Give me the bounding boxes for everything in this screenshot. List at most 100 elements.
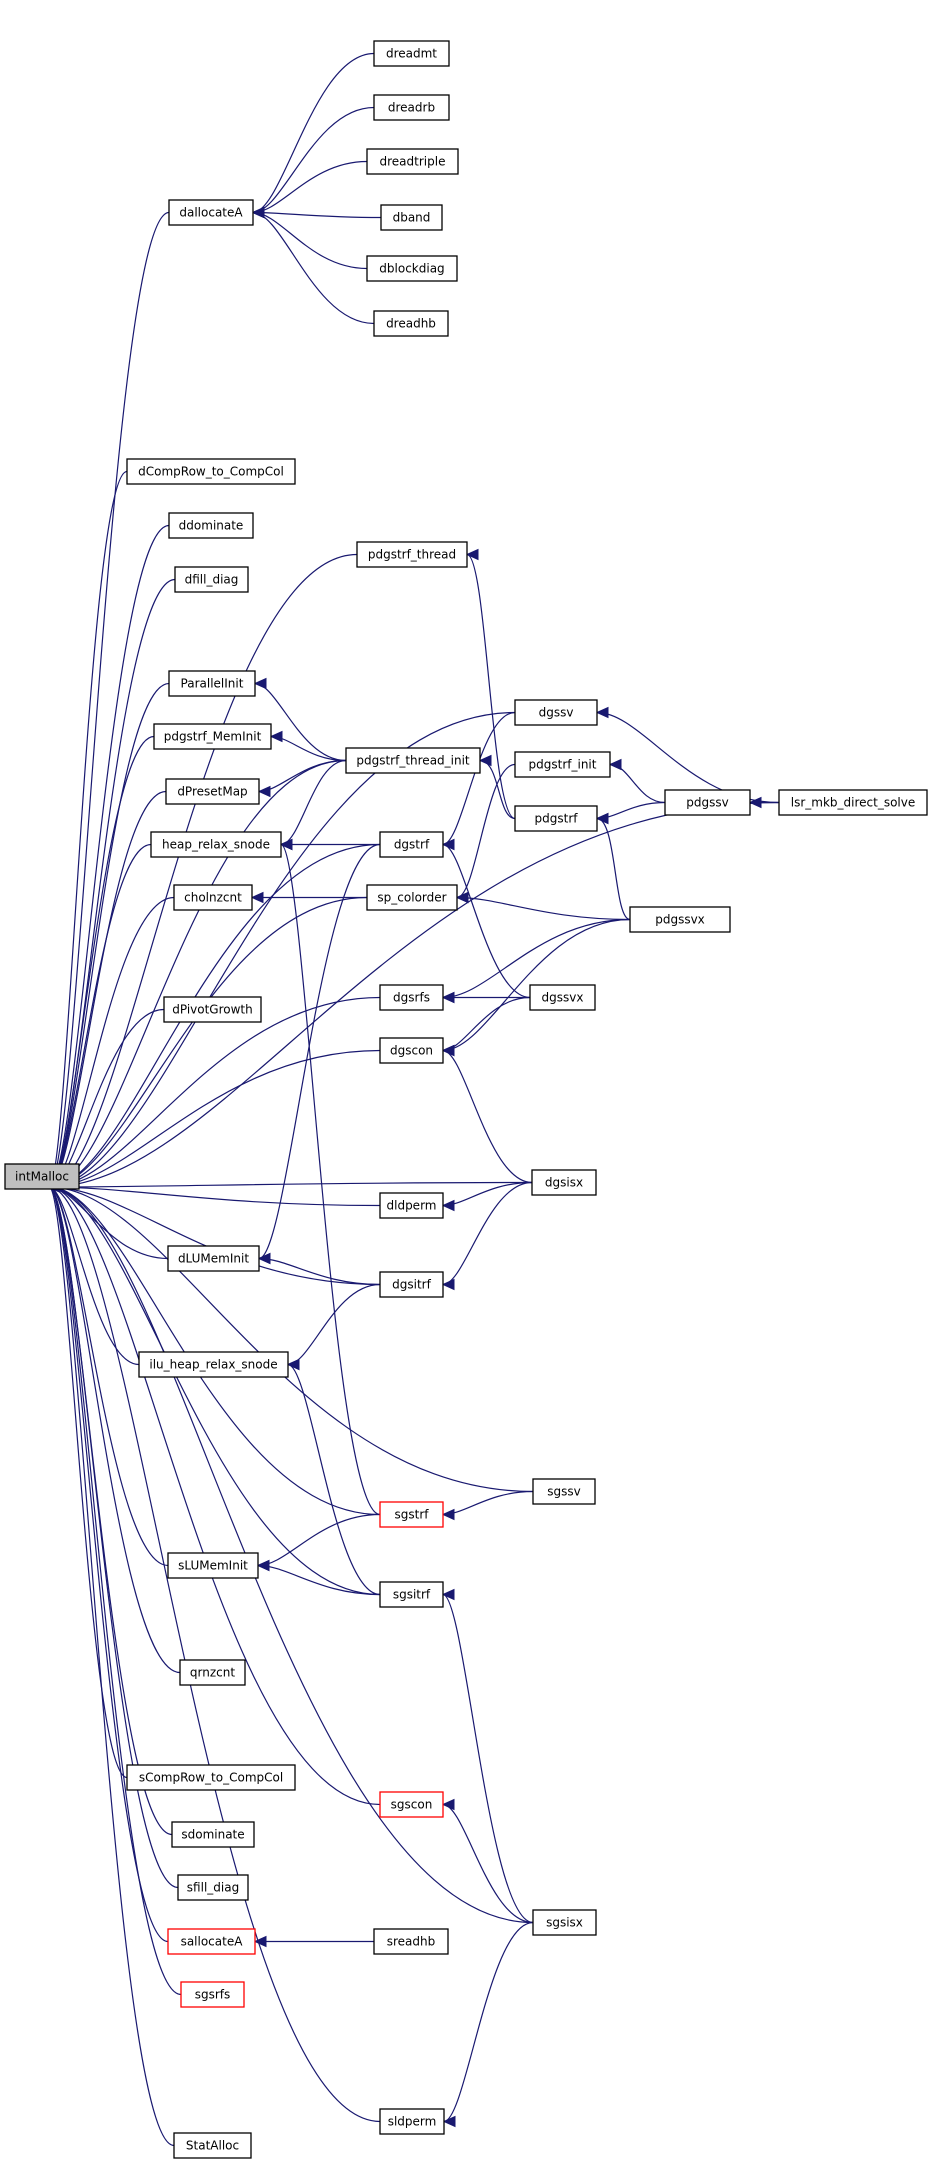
node-dgssvx[interactable]: dgssvx (529, 984, 596, 1011)
edge-dgssvx-to-dgsrfs (441, 991, 531, 1004)
edge-dreadhb-to-dallocateA (251, 206, 375, 325)
node-dallocateA[interactable]: dallocateA (168, 199, 254, 226)
node-pdgssvx[interactable]: pdgssvx (629, 906, 731, 933)
node-dfill_diag[interactable]: dfill_diag (174, 566, 249, 593)
edge-dgsisx-to-dgscon (441, 1044, 533, 1184)
node-label: dPresetMap (177, 785, 247, 799)
node-label: dallocateA (179, 206, 243, 220)
node-box (167, 1552, 259, 1579)
edge-pdgstrf-to-pdgstrf_thread (465, 548, 516, 820)
node-box (150, 831, 282, 858)
node-sgsisx[interactable]: sgsisx (532, 1909, 597, 1936)
edge-line (48, 759, 347, 1188)
arrowhead-icon (608, 758, 622, 771)
node-dreadhb[interactable]: dreadhb (373, 310, 449, 337)
node-heap_relax_snode[interactable]: heap_relax_snode (150, 831, 282, 858)
arrowhead-icon (257, 785, 271, 798)
node-pdgstrf_init[interactable]: pdgstrf_init (514, 751, 611, 778)
node-label: sgstrf (395, 1508, 430, 1522)
node-dreadmt[interactable]: dreadmt (373, 40, 450, 67)
node-label: dldperm (387, 1199, 437, 1213)
arrowhead-icon (441, 838, 455, 851)
node-sp_colorder[interactable]: sp_colorder (366, 884, 458, 911)
node-StatAlloc[interactable]: StatAlloc (173, 2132, 252, 2159)
node-dPresetMap[interactable]: dPresetMap (165, 778, 260, 805)
node-dgsitrf[interactable]: dgsitrf (379, 1271, 444, 1298)
node-label: dgscon (390, 1044, 433, 1058)
node-dLUMemInit[interactable]: dLUMemInit (167, 1245, 260, 1272)
arrowhead-icon (251, 206, 265, 219)
edge-line (48, 1186, 381, 1207)
node-box (379, 2108, 445, 2135)
node-sgssv[interactable]: sgssv (532, 1478, 596, 1505)
edge-dallocateA-to-intMalloc (47, 211, 170, 1193)
node-dgsisx[interactable]: dgsisx (531, 1169, 597, 1196)
edge-line (48, 1186, 181, 1674)
edge-line (596, 817, 631, 921)
edge-line (48, 1186, 381, 1516)
node-pdgstrf_MemInit[interactable]: pdgstrf_MemInit (153, 723, 272, 750)
node-sreadhb[interactable]: sreadhb (373, 1928, 449, 1955)
node-cholnzcnt[interactable]: cholnzcnt (173, 884, 253, 911)
node-ParallelInit[interactable]: ParallelInit (168, 670, 256, 697)
node-dldperm[interactable]: dldperm (379, 1192, 444, 1219)
edge-sCompRow_to_CompCol-to-intMalloc (47, 1181, 128, 1779)
node-sgstrf[interactable]: sgstrf (379, 1501, 444, 1528)
node-label: dreadhb (386, 317, 436, 331)
node-sgsrfs[interactable]: sgsrfs (180, 1981, 245, 2008)
node-label: dgsitrf (392, 1278, 431, 1292)
arrowhead-icon (595, 706, 609, 719)
node-label: dgsisx (545, 1176, 583, 1190)
edge-dreadmt-to-dallocateA (251, 52, 375, 219)
node-pdgstrf_thread_init[interactable]: pdgstrf_thread_init (345, 747, 481, 774)
node-sgsitrf[interactable]: sgsitrf (379, 1581, 444, 1608)
node-sdominate[interactable]: sdominate (171, 1821, 255, 1848)
node-pdgssv[interactable]: pdgssv (664, 789, 751, 816)
node-sgscon[interactable]: sgscon (379, 1791, 444, 1818)
edge-sgsitrf-to-intMalloc (47, 1181, 381, 1596)
node-dgsrfs[interactable]: dgsrfs (379, 984, 444, 1011)
node-dblockdiag[interactable]: dblockdiag (366, 255, 458, 282)
edge-sgsisx-to-sldperm (442, 1921, 534, 2128)
node-dPivotGrowth[interactable]: dPivotGrowth (163, 996, 262, 1023)
node-ilu_heap_relax_snode[interactable]: ilu_heap_relax_snode (138, 1351, 289, 1378)
node-dreadtriple[interactable]: dreadtriple (366, 148, 459, 175)
node-box (529, 984, 596, 1011)
node-lsr_mkb_direct_solve[interactable]: lsr_mkb_direct_solve (778, 789, 928, 816)
arrowhead-icon (257, 1252, 271, 1265)
node-sldperm[interactable]: sldperm (379, 2108, 445, 2135)
edge-dgstrf-to-heap_relax_snode (279, 838, 380, 851)
node-dgssv[interactable]: dgssv (514, 699, 598, 726)
arrowhead-icon (279, 838, 293, 851)
node-dgscon[interactable]: dgscon (379, 1037, 444, 1064)
edge-dgsisx-to-dldperm (441, 1181, 533, 1212)
arrowhead-icon (250, 891, 264, 904)
edge-line (609, 763, 666, 804)
node-pdgstrf[interactable]: pdgstrf (514, 805, 598, 832)
arrowhead-icon (441, 1278, 455, 1291)
node-dband[interactable]: dband (380, 204, 443, 231)
node-label: sfill_diag (187, 1881, 239, 1895)
edge-sgssv-to-sgstrf (441, 1490, 534, 1521)
node-dCompRow_to_CompCol[interactable]: dCompRow_to_CompCol (126, 458, 296, 485)
node-sLUMemInit[interactable]: sLUMemInit (167, 1552, 259, 1579)
node-box (379, 1791, 444, 1818)
node-label: sgscon (391, 1798, 433, 1812)
node-box (514, 699, 598, 726)
node-label: dreadrb (388, 101, 435, 115)
node-sfill_diag[interactable]: sfill_diag (177, 1874, 249, 1901)
node-box (167, 1928, 256, 1955)
edge-line (456, 763, 516, 899)
node-pdgstrf_thread[interactable]: pdgstrf_thread (356, 541, 468, 568)
node-label: lsr_mkb_direct_solve (791, 796, 916, 810)
node-dgstrf[interactable]: dgstrf (379, 831, 444, 858)
node-dreadrb[interactable]: dreadrb (373, 94, 450, 121)
node-ddominate[interactable]: ddominate (168, 512, 254, 539)
arrowhead-icon (455, 891, 469, 904)
node-sCompRow_to_CompCol[interactable]: sCompRow_to_CompCol (126, 1764, 296, 1791)
node-sallocateA[interactable]: sallocateA (167, 1928, 256, 1955)
edge-line (48, 211, 170, 1188)
node-qrnzcnt[interactable]: qrnzcnt (179, 1659, 246, 1686)
edge-lsr_mkb_direct_solve-to-dgssv (595, 706, 780, 804)
